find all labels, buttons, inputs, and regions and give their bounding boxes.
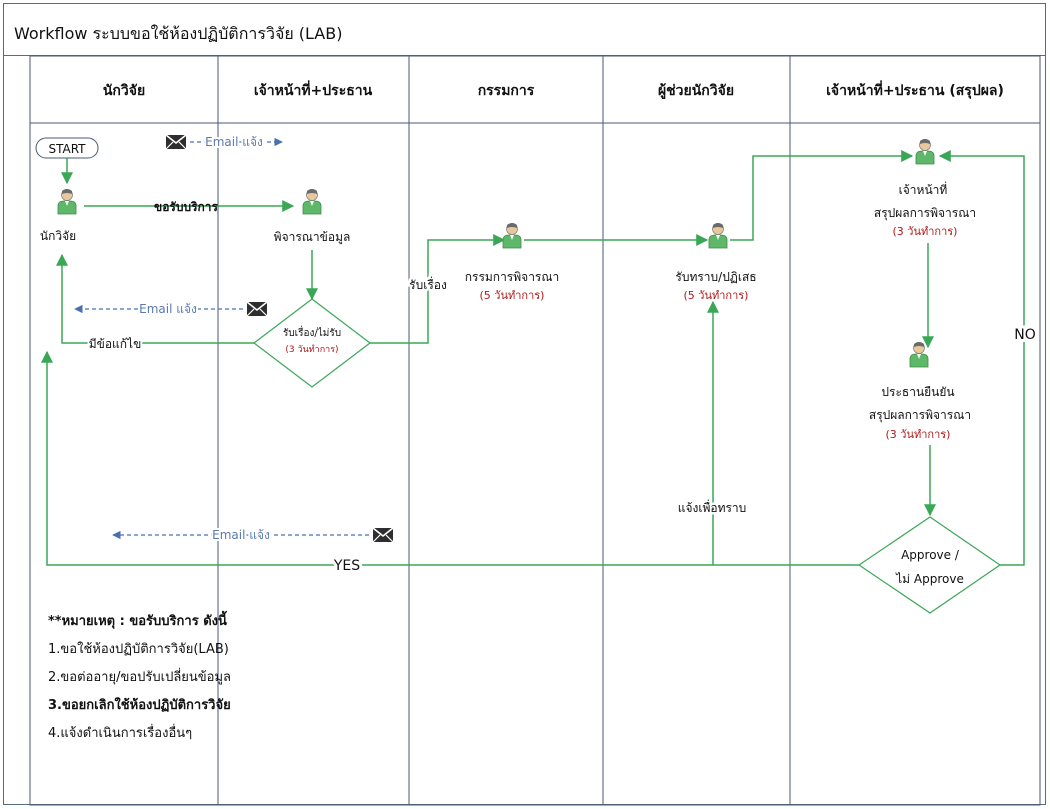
notes-item: 4.แจ้งดำเนินการเรื่องอื่นๆ — [48, 724, 192, 741]
lane-header-officer-chair-summary: เจ้าหน้าที่+ประธาน (สรุปผล) — [826, 80, 1004, 99]
decision2-label-2: ไม่ Approve — [895, 572, 964, 586]
flow-arrow — [370, 234, 506, 344]
flow-arrow — [56, 253, 254, 344]
email-label: Email แจ้ง — [139, 302, 197, 316]
start-label: START — [48, 142, 86, 156]
accept-label: รับเรื่อง — [409, 276, 447, 292]
chair-duration: (3 วันทำการ) — [886, 428, 951, 441]
officer-summary-label: สรุปผลการพิจารณา — [874, 206, 976, 221]
officer-duration: (3 วันทำการ) — [893, 225, 958, 238]
notes-item: 1.ขอใช้ห้องปฏิบัติการวิจัย(LAB) — [48, 641, 229, 657]
officer-label: เจ้าหน้าที่ — [899, 181, 948, 197]
decision2-label: Approve / — [901, 548, 960, 562]
email-label: Email แจ้ง — [212, 528, 270, 542]
person-icon — [708, 222, 728, 249]
decision1-duration: (3 วันทำการ) — [285, 344, 338, 355]
decision-accept-reject — [253, 298, 371, 388]
researcher-label: นักวิจัย — [40, 229, 76, 243]
no-label: NO — [1014, 327, 1036, 343]
person-icon — [302, 188, 322, 215]
page-title: Workflow ระบบขอใช้ห้องปฏิบัติการวิจัย (L… — [14, 24, 343, 43]
decision-approve — [857, 516, 1002, 614]
lane-header-officer-chair: เจ้าหน้าที่+ประธาน — [254, 80, 373, 99]
envelope-icon — [372, 527, 394, 543]
flow-arrow — [730, 150, 914, 241]
notes-block: **หมายเหตุ : ขอรับบริการ ดังนี้ 1.ขอใช้ห… — [48, 610, 231, 741]
committee-label: กรรมการพิจารณา — [465, 270, 560, 284]
needs-fix-label: มีข้อแก้ไข — [89, 337, 142, 351]
notes-heading: **หมายเหตุ : ขอรับบริการ ดังนี้ — [48, 610, 227, 629]
flow-arrow — [938, 150, 1025, 566]
yes-label: YES — [333, 558, 360, 574]
chair-summary-label: สรุปผลการพิจารณา — [869, 408, 971, 423]
person-icon — [915, 138, 935, 165]
request-service-label: ขอรับบริการ — [154, 200, 219, 214]
person-icon — [909, 341, 929, 368]
lane-header-committee: กรรมการ — [478, 83, 535, 99]
chair-label: ประธานยืนยัน — [881, 385, 954, 399]
assistant-label: รับทราบ/ปฏิเสธ — [675, 270, 756, 284]
email-label: Email แจ้ง — [205, 135, 263, 149]
notes-item: 3.ขอยกเลิกใช้ห้องปฏิบัติการวิจัย — [48, 696, 231, 713]
lane-header-assistant: ผู้ช่วยนักวิจัย — [658, 83, 734, 99]
committee-duration: (5 วันทำการ) — [480, 289, 545, 302]
assistant-duration: (5 วันทำการ) — [684, 289, 749, 302]
envelope-icon — [246, 301, 268, 317]
notes-item: 2.ขอต่ออายุ/ขอปรับเปลี่ยนข้อมูล — [48, 668, 231, 685]
flow-arrow — [41, 350, 859, 566]
swimlanes — [29, 55, 1041, 806]
envelope-icon — [165, 134, 187, 150]
lane-header-researcher: นักวิจัย — [103, 83, 145, 99]
person-icon — [502, 222, 522, 249]
person-icon — [57, 188, 77, 215]
notify-label: แจ้งเพื่อทราบ — [678, 499, 747, 515]
decision1-label: รับเรื่อง/ไม่รับ — [283, 325, 341, 339]
review-data-label: พิจารณาข้อมูล — [274, 230, 351, 245]
